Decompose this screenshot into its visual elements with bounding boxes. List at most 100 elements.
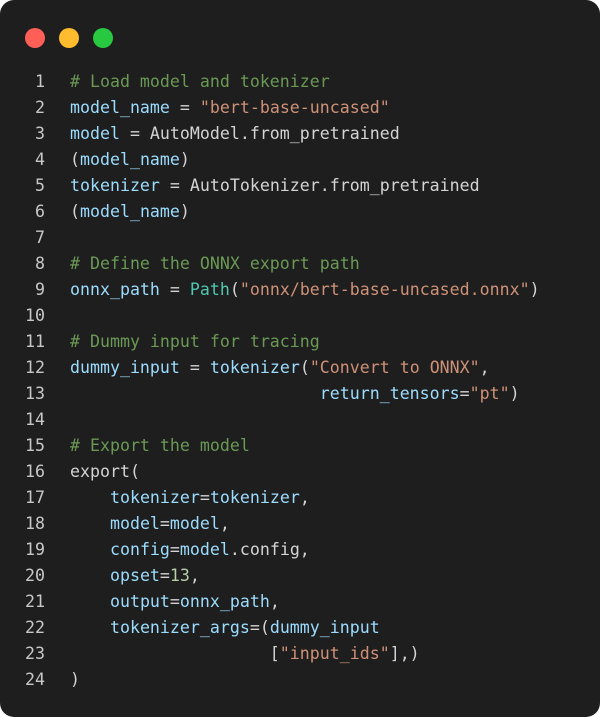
code-token: [ (70, 644, 280, 663)
code-line: 13 return_tensors="pt") (0, 381, 600, 407)
code-line: 17 tokenizer=tokenizer, (0, 485, 600, 511)
code-line-content: tokenizer_args=(dummy_input (70, 615, 380, 641)
code-line: 24) (0, 667, 600, 693)
line-number: 9 (35, 280, 45, 299)
code-token: onnx_path (179, 592, 270, 611)
maximize-button[interactable] (93, 28, 113, 48)
code-token (70, 488, 110, 507)
code-token: onnx_path (70, 280, 160, 299)
code-line: 7 (0, 225, 600, 251)
code-line-content: (model_name) (70, 199, 190, 225)
code-token: return_tensors (319, 384, 460, 403)
code-token: model (169, 514, 220, 533)
code-line-content: output=onnx_path, (70, 589, 280, 615)
code-token: ) (509, 384, 520, 403)
code-token: output (109, 592, 170, 611)
code-token: = AutoTokenizer.from_pretrained (159, 176, 480, 195)
line-number: 15 (25, 436, 45, 455)
code-token: "pt" (469, 384, 510, 403)
code-token: tokenizer (109, 488, 200, 507)
code-token: , (299, 488, 310, 507)
code-token: "bert-base-uncased" (199, 98, 390, 117)
code-token: ( (229, 280, 240, 299)
code-token: # Dummy input for tracing (70, 332, 320, 351)
code-token: "Convert to ONNX" (309, 358, 480, 377)
code-token (70, 540, 110, 559)
code-line: 1 # Load model and tokenizer (0, 69, 600, 95)
title-bar (0, 0, 600, 70)
code-token: = (169, 98, 200, 117)
code-line-content: tokenizer=tokenizer, (70, 485, 310, 511)
code-line-content: opset=13, (70, 563, 200, 589)
code-token: ],) (389, 644, 420, 663)
line-number: 24 (25, 670, 45, 689)
code-line-content: model_name = "bert-base-uncased" (70, 95, 390, 121)
code-token: 13 (169, 566, 190, 585)
line-number: 1 (35, 72, 45, 91)
code-line: 16 export( (0, 459, 600, 485)
code-token: tokenizer_args (109, 618, 250, 637)
code-line-content: # Load model and tokenizer (70, 69, 330, 95)
line-number: 16 (25, 462, 45, 481)
line-number: 13 (25, 384, 45, 403)
code-token: "input_ids" (279, 644, 390, 663)
code-line: 15 # Export the model (0, 433, 600, 459)
code-token: ) (529, 280, 540, 299)
code-token: tokenizer (70, 176, 160, 195)
code-editor[interactable]: 1 # Load model and tokenizer 2 model_name =… (0, 69, 600, 693)
code-token: model (179, 540, 230, 559)
code-token: ( (70, 150, 80, 169)
code-line: 22 tokenizer_args=(dummy_input (0, 615, 600, 641)
code-token: = (459, 384, 470, 403)
code-token: ( (299, 358, 310, 377)
close-button[interactable] (25, 28, 45, 48)
line-number: 4 (35, 150, 45, 169)
code-line: 12 dummy_input = tokenizer("Convert to ON… (0, 355, 600, 381)
code-token (70, 514, 110, 533)
code-token: # Export the model (70, 436, 250, 455)
line-number: 20 (25, 566, 45, 585)
line-number: 8 (35, 254, 45, 273)
code-token (70, 592, 110, 611)
code-line: 23 ["input_ids"],) (0, 641, 600, 667)
code-line-content: # Define the ONNX export path (70, 251, 360, 277)
code-line: 11# Dummy input for tracing (0, 329, 600, 355)
code-line: 4(model_name) (0, 147, 600, 173)
line-number: 7 (35, 228, 45, 247)
code-token: tokenizer (209, 488, 300, 507)
code-line-content: config=model.config, (70, 537, 310, 563)
code-token: , (189, 566, 200, 585)
code-line-content: export( (70, 459, 140, 485)
code-token: , (479, 358, 490, 377)
code-line-content: # Export the model (70, 433, 250, 459)
code-line-content: model=model, (70, 511, 230, 537)
code-line: 21 output=onnx_path, (0, 589, 600, 615)
code-token: "onnx/bert-base-uncased.onnx" (239, 280, 530, 299)
code-token: ) (70, 670, 80, 689)
code-line: 2 model_name = "bert-base-uncased" (0, 95, 600, 121)
code-token (70, 384, 320, 403)
line-number: 2 (35, 98, 45, 117)
code-token: model_name (70, 98, 170, 117)
code-line-content: ["input_ids"],) (70, 641, 420, 667)
code-line-content: dummy_input = tokenizer("Convert to ONNX… (70, 355, 490, 381)
code-token: model (70, 124, 120, 143)
code-token: = (199, 488, 210, 507)
minimize-button[interactable] (59, 28, 79, 48)
code-token: dummy_input (70, 358, 180, 377)
line-number: 19 (25, 540, 45, 559)
code-token: # Load model and tokenizer (70, 72, 330, 91)
line-number: 12 (25, 358, 45, 377)
code-token: ( (70, 202, 80, 221)
code-line-content: return_tensors="pt") (70, 381, 520, 407)
code-token: = (179, 358, 210, 377)
code-token: ) (179, 202, 190, 221)
code-line: 18 model=model, (0, 511, 600, 537)
code-token: model_name (80, 150, 180, 169)
code-line-content: # Dummy input for tracing (70, 329, 320, 355)
line-number: 22 (25, 618, 45, 637)
